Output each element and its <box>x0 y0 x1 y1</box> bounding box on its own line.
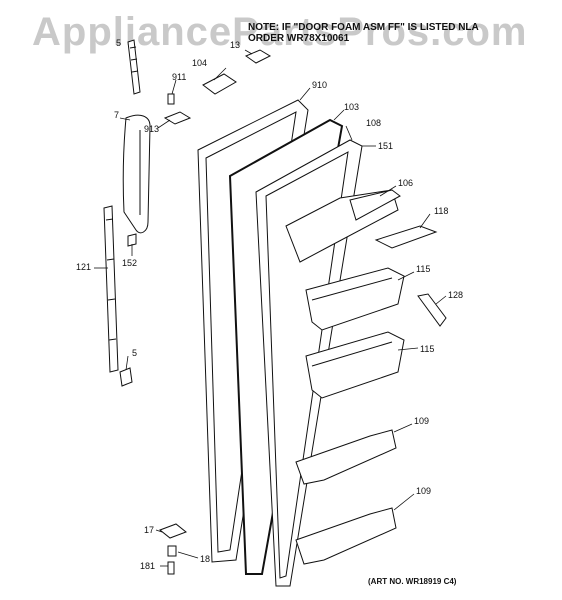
part-118-tray <box>374 225 438 249</box>
part-109-bin-upper <box>295 429 397 485</box>
note-line-1: NOTE: IF "DOOR FOAM ASM FF" IS LISTED NL… <box>248 22 479 33</box>
part-17-hinge <box>159 523 187 539</box>
callout-108: 108 <box>366 118 381 128</box>
part-7-handle <box>122 114 151 234</box>
callout-106: 106 <box>398 178 413 188</box>
part-109-bin-lower <box>295 507 397 565</box>
callout-109-upper: 109 <box>414 416 429 426</box>
part-104-pad <box>202 73 237 95</box>
callout-17: 17 <box>144 525 154 535</box>
callout-109-lower: 109 <box>416 486 431 496</box>
callout-128: 128 <box>448 290 463 300</box>
callout-7: 7 <box>114 110 119 120</box>
callout-913: 913 <box>144 124 159 134</box>
part-152-screw <box>127 233 137 247</box>
part-115-bin-upper <box>305 267 405 331</box>
part-18-bushing <box>167 545 177 557</box>
callout-121: 121 <box>76 262 91 272</box>
callout-5-bottom: 5 <box>132 348 137 358</box>
callout-5-top: 5 <box>116 38 121 48</box>
part-913-plate <box>163 111 192 125</box>
diagram-note: NOTE: IF "DOOR FOAM ASM FF" IS LISTED NL… <box>248 22 479 44</box>
callout-911: 911 <box>172 72 186 82</box>
callout-18: 18 <box>200 554 210 564</box>
part-115-bin-lower <box>305 331 405 399</box>
part-181-screw <box>167 561 175 575</box>
part-5-bracket <box>119 367 133 387</box>
callout-115-lower: 115 <box>420 344 434 354</box>
callout-181: 181 <box>140 561 155 571</box>
callout-152: 152 <box>122 258 137 268</box>
part-13-clip <box>244 49 272 64</box>
top-hinge-bar <box>127 39 141 95</box>
part-128-piece <box>417 293 447 327</box>
callout-103: 103 <box>344 102 359 112</box>
note-line-2: ORDER WR78X10061 <box>248 33 350 44</box>
callout-labels: 5 13 104 911 910 7 913 103 108 151 106 1… <box>76 38 463 571</box>
callout-118: 118 <box>434 206 448 216</box>
art-number: (ART NO. WR18919 C4) <box>368 577 457 586</box>
callout-115-upper: 115 <box>416 264 430 274</box>
callout-910: 910 <box>312 80 327 90</box>
part-911-screw <box>167 93 175 105</box>
watermark: AppliancePartsPros.com <box>32 10 528 54</box>
part-121-bar <box>103 205 119 373</box>
callout-151: 151 <box>378 141 393 151</box>
callout-13: 13 <box>230 40 240 50</box>
callout-104: 104 <box>192 58 207 68</box>
